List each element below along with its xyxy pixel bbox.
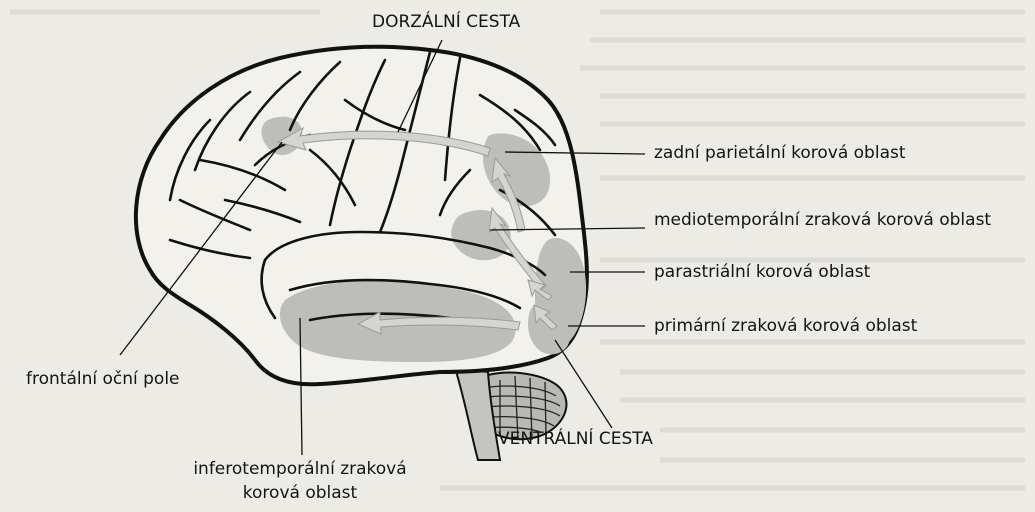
label-inferotemporal-line2: korová oblast	[180, 483, 420, 503]
label-ventral-stream: VENTRÁLNÍ CESTA	[498, 429, 653, 449]
label-posterior-parietal-cortex: zadní parietální korová oblast	[654, 143, 906, 163]
label-parastriate-cortex: parastriální korová oblast	[654, 262, 870, 282]
label-dorsal-stream: DORZÁLNÍ CESTA	[372, 12, 520, 32]
label-inferotemporal-line1: inferotemporální zraková	[180, 459, 420, 479]
label-primary-visual-cortex: primární zraková korová oblast	[654, 316, 917, 336]
label-mediotemporal-visual-cortex: mediotemporální zraková korová oblast	[654, 210, 991, 230]
label-frontal-eye-field: frontální oční pole	[26, 369, 180, 389]
